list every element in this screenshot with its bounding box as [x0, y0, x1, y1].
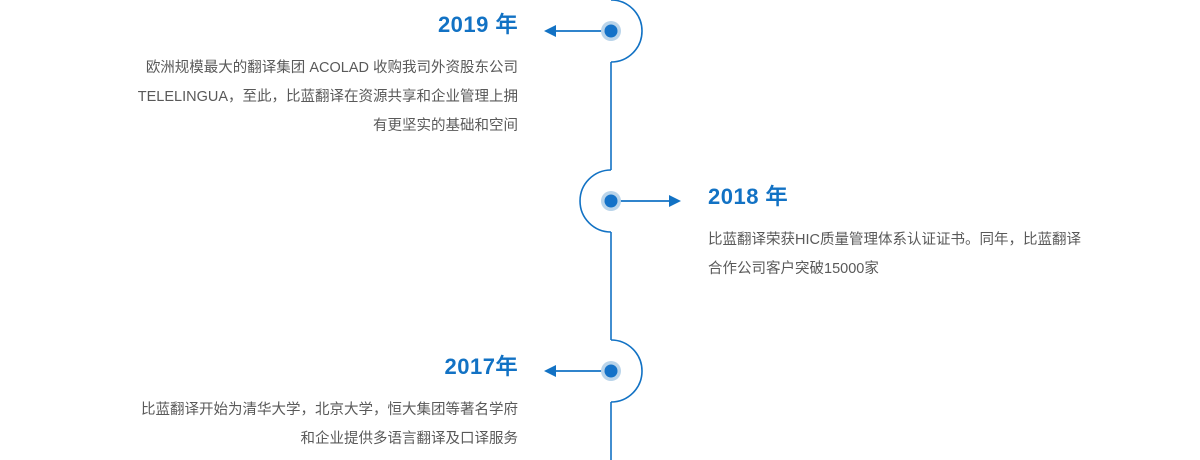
arrow-head-left-icon-2017	[544, 365, 556, 377]
milestone-description-2019: 欧洲规模最大的翻译集团 ACOLAD 收购我司外资股东公司 TELELINGUA…	[137, 60, 518, 134]
milestone-2019: 2019 年 欧洲规模最大的翻译集团 ACOLAD 收购我司外资股东公司 TEL…	[18, 14, 518, 141]
milestone-year-label-2018: 2018 年	[708, 184, 789, 209]
milestone-description-2017: 比蓝翻译开始为清华大学，北京大学，恒大集团等著名学府 和企业提供多语言翻译及口译…	[141, 402, 518, 447]
arrow-head-right-icon-2018	[669, 195, 681, 207]
milestone-dot-2019[interactable]	[604, 24, 618, 38]
milestone-dot-2018[interactable]	[604, 194, 618, 208]
spine-curve-2018	[579, 169, 612, 233]
milestone-year-label-2017: 2017年	[444, 354, 518, 379]
milestone-2018: 2018 年 比蓝翻译荣获HIC质量管理体系认证证书。同年，比蓝翻译 合作公司客…	[708, 186, 1198, 284]
spine-curve-2019	[610, 0, 643, 63]
arrow-head-left-icon-2019	[544, 25, 556, 37]
milestone-description-2018: 比蓝翻译荣获HIC质量管理体系认证证书。同年，比蓝翻译 合作公司客户突破1500…	[708, 232, 1081, 277]
milestone-2017: 2017年 比蓝翻译开始为清华大学，北京大学，恒大集团等著名学府 和企业提供多语…	[18, 356, 518, 454]
milestone-year-label-2019: 2019 年	[437, 12, 518, 37]
milestone-dot-2017[interactable]	[604, 364, 618, 378]
spine-curve-2017	[610, 339, 643, 403]
